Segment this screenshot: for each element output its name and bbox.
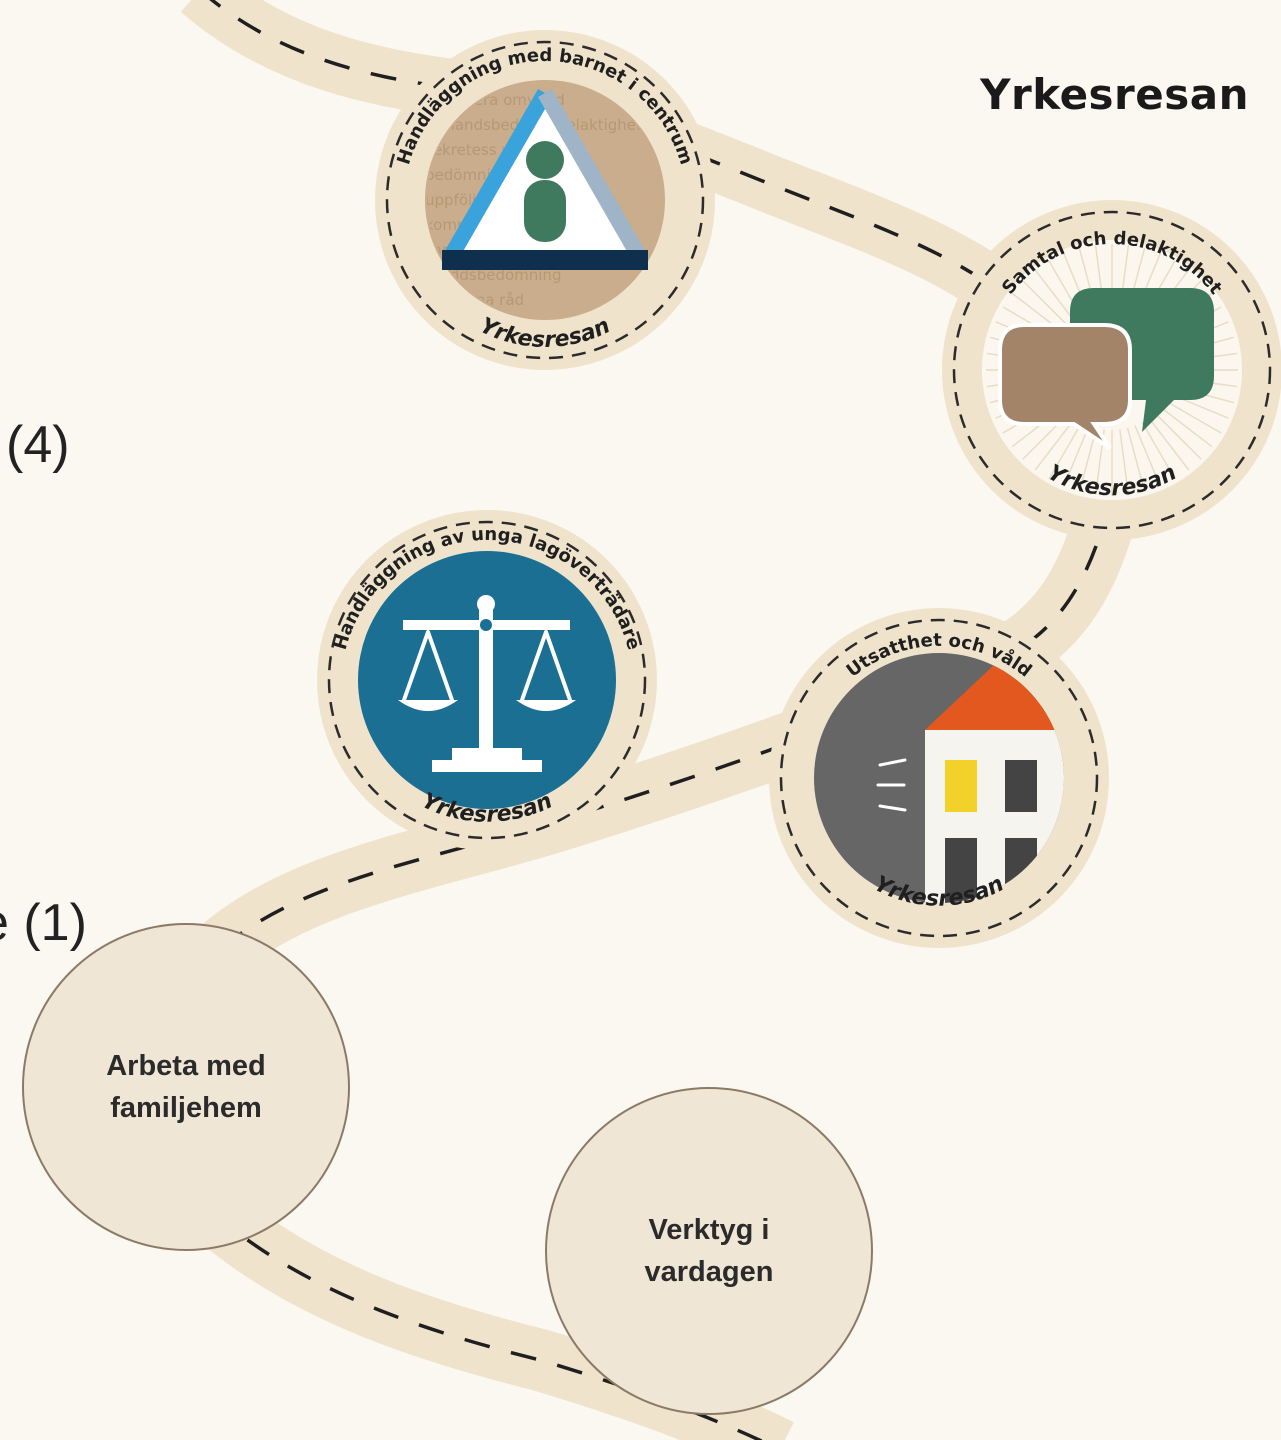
ray [1126,427,1146,492]
stop-label: Arbeta med familjehem [106,1049,266,1124]
ray [1034,269,1077,323]
ray [1134,425,1161,487]
badge-dashed-border [385,40,705,360]
cropped-text-bottom: e (1) [0,894,87,952]
ray [1141,421,1176,480]
child-icon [524,141,566,242]
badge-dashed-border [779,618,1099,938]
cropped-text-top: (4) [6,416,70,474]
page-title: Yrkesresan [980,70,1249,119]
badge-dashed-border [327,520,647,840]
ray [1159,405,1213,448]
ray [1022,280,1071,329]
background-word: skyddsbedömning [425,266,561,284]
ray [1063,425,1090,487]
badge-utsatthet-och-vald[interactable]: Utsatthet och våld Yrkesresan [769,608,1109,948]
badge-samtal-och-delaktighet[interactable]: Samtal och delaktighet Yrkesresan [942,200,1281,540]
stop-label: Verktyg i vardagen [644,1213,774,1288]
scales-of-justice-icon [398,595,576,772]
ray [1147,417,1190,471]
speech-bubbles-icon [998,288,1214,450]
badge-dashed-border [952,210,1272,530]
stop-arbeta-med-familjehem[interactable]: Arbeta med familjehem [22,923,350,1251]
badge-unga-lagovertradare[interactable]: Handläggning av unga lagöverträdare Yrke… [317,510,657,850]
ray [1153,411,1202,460]
ray [1163,399,1222,434]
ray [1119,429,1130,496]
ray [1034,417,1077,471]
stop-verktyg-i-vardagen[interactable]: Verktyg i vardagen [545,1087,873,1415]
ray [1048,421,1083,480]
